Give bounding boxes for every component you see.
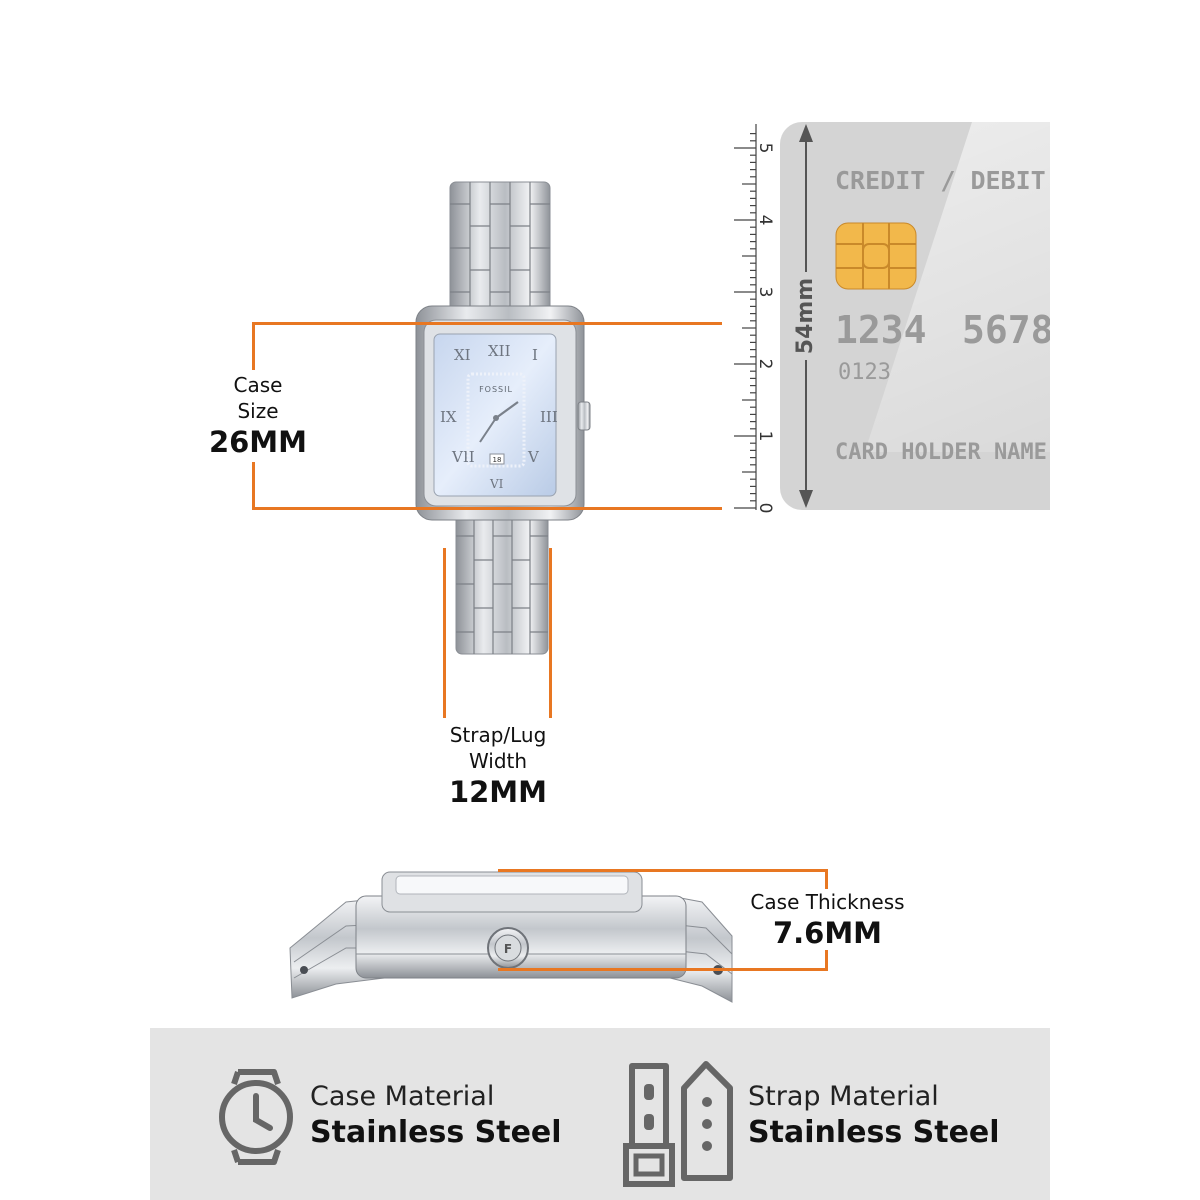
case-material-title: Case Material: [310, 1081, 495, 1112]
thickness-line-bottom: [498, 968, 828, 971]
svg-text:I: I: [532, 346, 538, 364]
svg-text:IX: IX: [440, 408, 457, 426]
ruler-label: 0: [755, 503, 775, 514]
case-size-line2: Size: [237, 399, 279, 423]
case-size-line-bottom: [252, 507, 722, 510]
card-number-b: 5678: [962, 308, 1050, 352]
strap-material: Strap Material Stainless Steel: [748, 1080, 1000, 1152]
strap-material-value: Stainless Steel: [748, 1115, 1000, 1150]
svg-text:XI: XI: [454, 346, 471, 364]
card-height-label-box: [786, 272, 826, 360]
svg-text:VI: VI: [489, 477, 504, 491]
strap-width-label: Strap/Lug Width 12MM: [418, 722, 578, 810]
watch-brand-logo: FOSSIL: [479, 385, 513, 394]
watch-strap-icon: [623, 1061, 733, 1187]
svg-text:F: F: [504, 942, 512, 956]
watch-case-icon: [219, 1069, 293, 1165]
strap-width-value: 12MM: [448, 775, 548, 809]
ruler-label: 1: [755, 431, 775, 442]
thickness-line-top: [498, 869, 828, 872]
case-thickness-value: 7.6MM: [772, 916, 883, 950]
thickness-bracket-upper: [825, 869, 828, 889]
strap-width-line1: Strap/Lug: [449, 723, 547, 747]
ruler-label: 3: [755, 287, 775, 298]
watch-side-illustration: F: [289, 871, 733, 1003]
ruler-label: 4: [755, 215, 775, 226]
case-material-value: Stainless Steel: [310, 1115, 562, 1150]
thickness-bracket-lower: [825, 950, 828, 971]
date-window: 18: [493, 456, 502, 464]
case-thickness-label: Case Thickness 7.6MM: [730, 889, 925, 951]
ruler: 0 1 2 3 4 5: [734, 124, 775, 514]
strap-material-title: Strap Material: [748, 1081, 939, 1112]
strap-width-line2: Width: [468, 749, 528, 773]
strap-width-line-right: [549, 548, 552, 718]
strap-width-line-left: [443, 548, 446, 718]
credit-card: CREDIT / DEBIT CARD 1234 5678 0123 CARD …: [780, 122, 1050, 510]
case-size-line-top: [252, 322, 722, 325]
svg-text:VII: VII: [451, 448, 475, 466]
card-small-number: 0123: [838, 360, 891, 385]
case-size-value: 26MM: [208, 425, 308, 459]
chip-icon: [835, 222, 917, 290]
case-size-bracket-upper: [252, 322, 255, 370]
svg-text:III: III: [540, 408, 558, 426]
card-number-a: 1234: [835, 308, 927, 352]
card-holder-name: CARD HOLDER NAME: [835, 440, 1047, 465]
case-material: Case Material Stainless Steel: [310, 1080, 562, 1152]
svg-text:V: V: [527, 448, 540, 466]
materials-bar: Case Material Stainless Steel Strap Mate…: [150, 1028, 1050, 1200]
ruler-label: 2: [755, 359, 775, 370]
ruler-label: 5: [755, 143, 775, 154]
svg-text:XII: XII: [488, 342, 511, 360]
case-size-bracket-lower: [252, 462, 255, 510]
case-thickness-title: Case Thickness: [750, 890, 905, 914]
case-size-line1: Case: [233, 373, 283, 397]
case-size-label: Case Size 26MM: [198, 372, 318, 460]
card-title: CREDIT / DEBIT CARD: [835, 166, 1050, 195]
watch-front-illustration: XI XII I IX III VII V VI FOSSIL 18: [415, 181, 591, 655]
card-height-label: 54mm: [793, 277, 818, 355]
